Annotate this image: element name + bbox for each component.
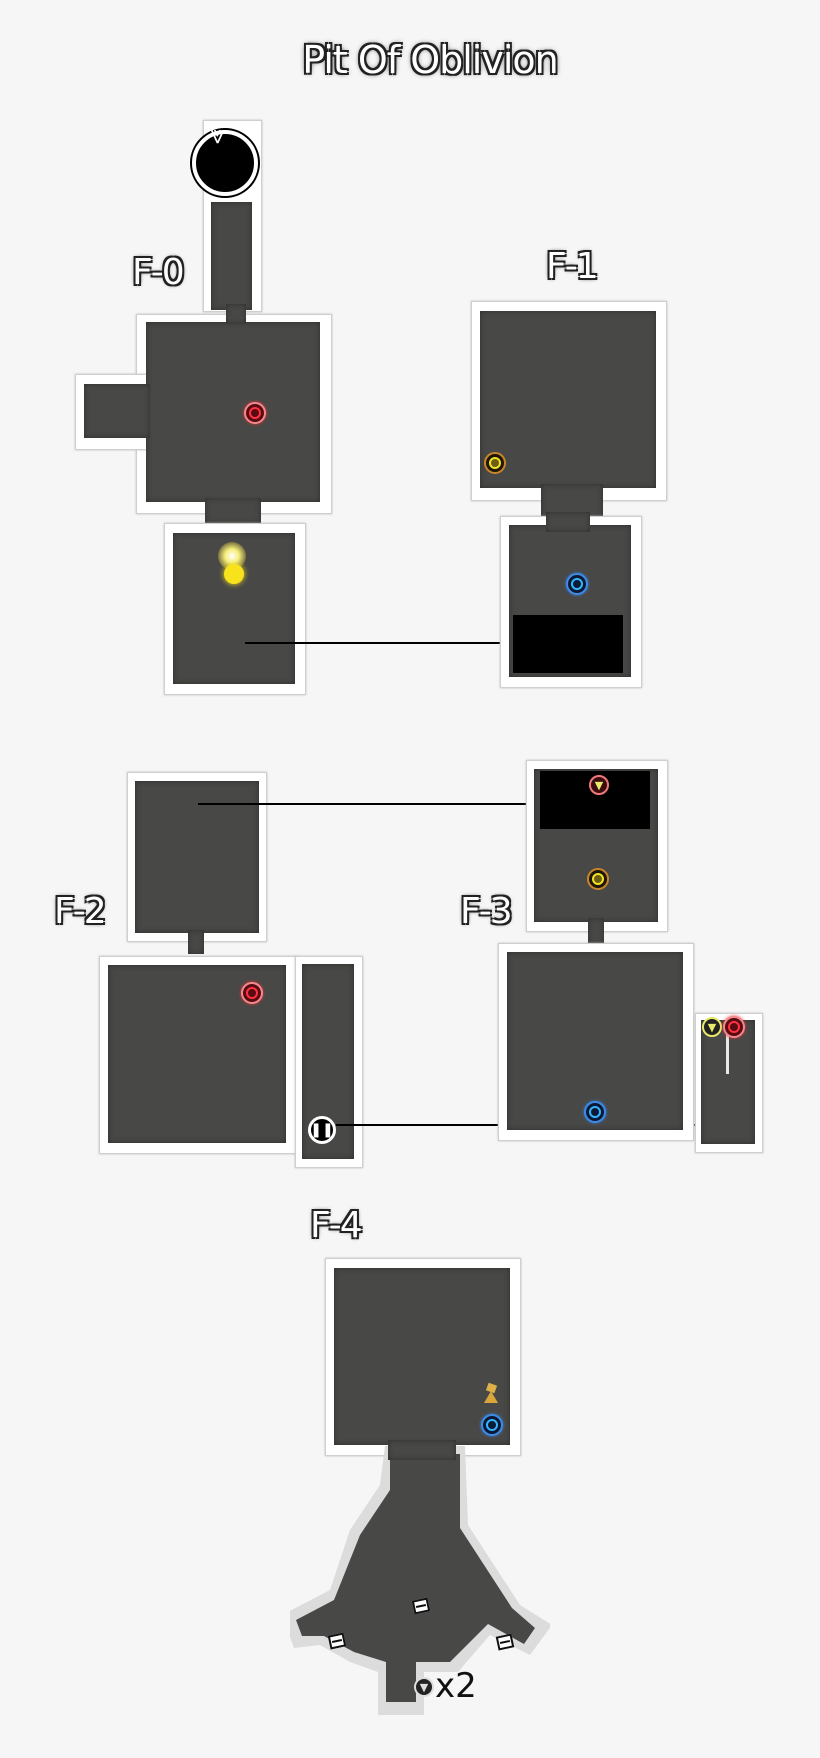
f0-doorway-north bbox=[226, 304, 246, 324]
light-orb-icon[interactable] bbox=[218, 542, 246, 584]
f0-doorway-south bbox=[205, 498, 261, 524]
blue-portal-icon[interactable] bbox=[584, 1101, 606, 1123]
blue-portal-icon[interactable] bbox=[566, 573, 588, 595]
floor-label-f2: F-2 bbox=[54, 891, 107, 932]
f2-upper-room bbox=[135, 781, 259, 933]
floor-label-f1: F-1 bbox=[546, 246, 599, 287]
f0-main-room bbox=[146, 322, 320, 502]
f4-doorway bbox=[388, 1440, 456, 1460]
f0-west-alcove bbox=[84, 384, 150, 438]
connector-line-f0-f1 bbox=[245, 642, 515, 644]
totem-icon[interactable] bbox=[483, 1384, 499, 1404]
floor-label-f4: F-4 bbox=[310, 1205, 363, 1246]
f2-corridor bbox=[188, 930, 204, 954]
f4-lower-cavern bbox=[290, 1446, 550, 1715]
gem-drop-icon[interactable]: ▼ bbox=[414, 1677, 434, 1697]
red-portal-icon[interactable] bbox=[723, 1016, 745, 1038]
trap-portal-icon[interactable]: ▼ bbox=[589, 775, 609, 795]
yellow-portal-icon[interactable] bbox=[484, 452, 506, 474]
f0-corridor bbox=[211, 202, 252, 310]
floor-label-f3: F-3 bbox=[460, 891, 513, 932]
hidden-area bbox=[513, 615, 623, 673]
red-portal-icon[interactable] bbox=[241, 982, 263, 1004]
yellow-trap-icon[interactable]: ▼ bbox=[702, 1017, 722, 1037]
blue-portal-icon[interactable] bbox=[481, 1414, 503, 1436]
boss-entrance-icon[interactable] bbox=[192, 120, 258, 196]
f3-corridor bbox=[588, 918, 604, 946]
gem-multiplier-label: x2 bbox=[435, 1666, 477, 1706]
pause-switch-icon[interactable]: ❚❚ bbox=[308, 1116, 336, 1144]
floor-label-f0: F-0 bbox=[132, 252, 185, 293]
f1-upper-room bbox=[480, 311, 656, 488]
connector-line-f2-f3-upper bbox=[198, 803, 540, 805]
f1-lower-doorway bbox=[546, 512, 590, 532]
f4-upper-room bbox=[334, 1268, 510, 1445]
map-title: Pit Of Oblivion bbox=[302, 38, 559, 82]
yellow-portal-icon[interactable] bbox=[587, 868, 609, 890]
red-portal-icon[interactable] bbox=[244, 402, 266, 424]
f3-marker-line bbox=[726, 1032, 729, 1074]
